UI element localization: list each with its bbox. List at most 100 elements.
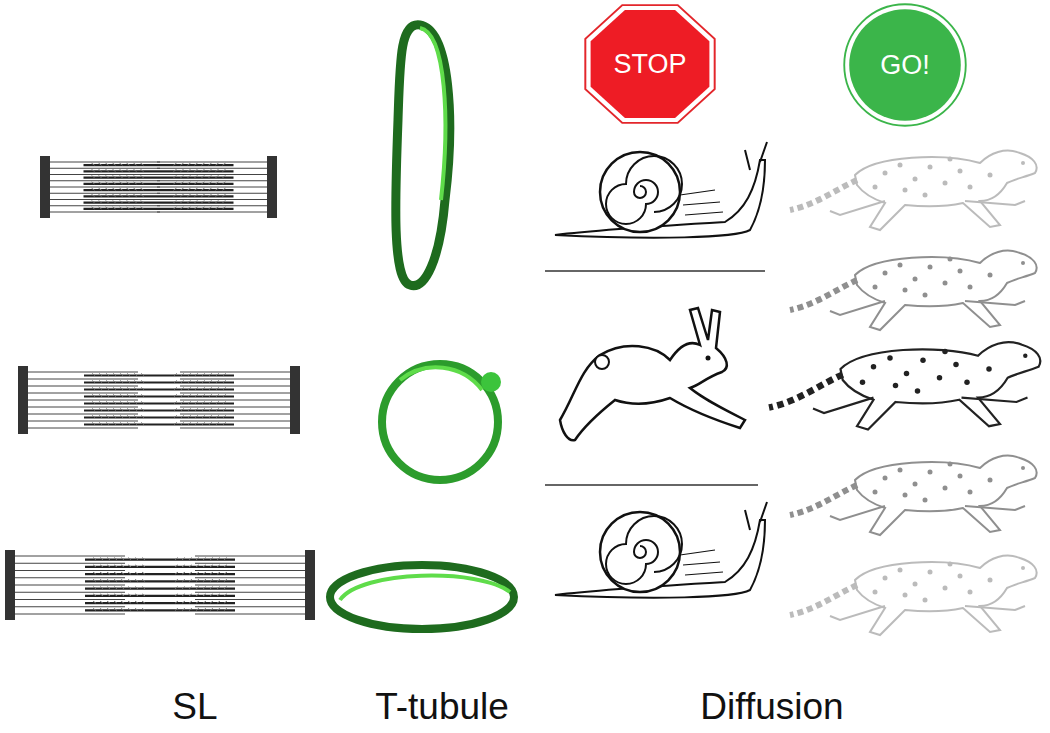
myosin-head: [216, 201, 219, 203]
myosin-head: [92, 176, 95, 178]
myosin-head: [175, 601, 178, 603]
myosin-head: [134, 423, 137, 425]
thin-filament: [26, 372, 138, 373]
myosin-head: [195, 416, 198, 418]
myosin-head: [127, 388, 130, 390]
myosin-head: [195, 201, 198, 203]
myosin-head: [120, 381, 123, 383]
myosin-head: [195, 169, 198, 171]
z-disc: [40, 156, 50, 218]
myosin-head: [114, 601, 117, 603]
myosin-head: [174, 169, 177, 171]
myosin-head: [195, 402, 198, 404]
myosin-head: [141, 423, 144, 425]
myosin-head: [134, 188, 137, 190]
myosin-head: [174, 388, 177, 390]
myosin-head: [209, 182, 212, 184]
myosin-head: [189, 579, 192, 581]
column-label: T-tubule: [375, 686, 509, 728]
myosin-head: [121, 579, 124, 581]
myosin-head: [181, 416, 184, 418]
thick-filament: [84, 402, 234, 404]
myosin-head: [100, 587, 103, 589]
myosin-head: [188, 374, 191, 376]
myosin-head: [141, 163, 144, 165]
myosin-head: [113, 388, 116, 390]
myosin-head: [202, 409, 205, 411]
myosin-head: [223, 182, 226, 184]
myosin-head: [107, 572, 110, 574]
thin-filament: [26, 421, 138, 422]
myosin-head: [100, 608, 103, 610]
myosin-head: [210, 579, 213, 581]
thin-filament: [180, 421, 292, 422]
myosin-head: [134, 163, 137, 165]
myosin-head: [203, 608, 206, 610]
myosin-head: [181, 163, 184, 165]
thick-filament: [84, 183, 234, 185]
myosin-head: [210, 601, 213, 603]
myosin-head: [141, 201, 144, 203]
myosin-head: [142, 565, 145, 567]
myosin-head: [209, 388, 212, 390]
myosin-head: [216, 374, 219, 376]
myosin-head: [120, 207, 123, 209]
myosin-head: [202, 182, 205, 184]
myosin-head: [216, 416, 219, 418]
myosin-head: [195, 409, 198, 411]
myosin-head: [174, 182, 177, 184]
myosin-head: [188, 176, 191, 178]
myosin-head: [223, 194, 226, 196]
myosin-head: [203, 587, 206, 589]
myosin-head: [210, 558, 213, 560]
myosin-head: [113, 201, 116, 203]
myosin-head: [202, 416, 205, 418]
myosin-head: [188, 201, 191, 203]
myosin-head: [174, 374, 177, 376]
myosin-head: [121, 601, 124, 603]
myosin-head: [216, 182, 219, 184]
thick-filament: [84, 409, 234, 411]
myosin-head: [120, 416, 123, 418]
myosin-head: [142, 608, 145, 610]
myosin-head: [107, 587, 110, 589]
myosin-head: [127, 201, 130, 203]
myosin-head: [142, 558, 145, 560]
thin-filament: [157, 205, 269, 206]
myosin-head: [182, 558, 185, 560]
myosin-head: [216, 188, 219, 190]
thick-filament: [85, 595, 235, 597]
myosin-head: [99, 207, 102, 209]
myosin-head: [209, 381, 212, 383]
myosin-head: [217, 558, 220, 560]
myosin-head: [92, 395, 95, 397]
t-tubule-shapes: [330, 25, 514, 629]
myosin-head: [135, 558, 138, 560]
myosin-head: [141, 169, 144, 171]
myosin-head: [216, 169, 219, 171]
myosin-head: [175, 579, 178, 581]
myosin-head: [224, 601, 227, 603]
myosin-head: [93, 572, 96, 574]
myosin-head: [99, 416, 102, 418]
myosin-head: [188, 182, 191, 184]
myosin-head: [127, 176, 130, 178]
thin-filament: [26, 414, 138, 415]
myosin-head: [188, 388, 191, 390]
myosin-head: [203, 601, 206, 603]
sarcomere: [18, 366, 300, 434]
myosin-head: [188, 188, 191, 190]
myosin-head: [223, 395, 226, 397]
myosin-head: [202, 188, 205, 190]
myosin-head: [223, 381, 226, 383]
myosin-head: [113, 207, 116, 209]
thin-filament: [180, 428, 292, 429]
myosin-head: [175, 565, 178, 567]
myosin-head: [217, 594, 220, 596]
thick-filament: [85, 588, 235, 590]
myosin-head: [188, 409, 191, 411]
myosin-head: [202, 176, 205, 178]
sign-text: GO!: [880, 50, 930, 81]
myosin-head: [113, 194, 116, 196]
myosin-head: [120, 182, 123, 184]
